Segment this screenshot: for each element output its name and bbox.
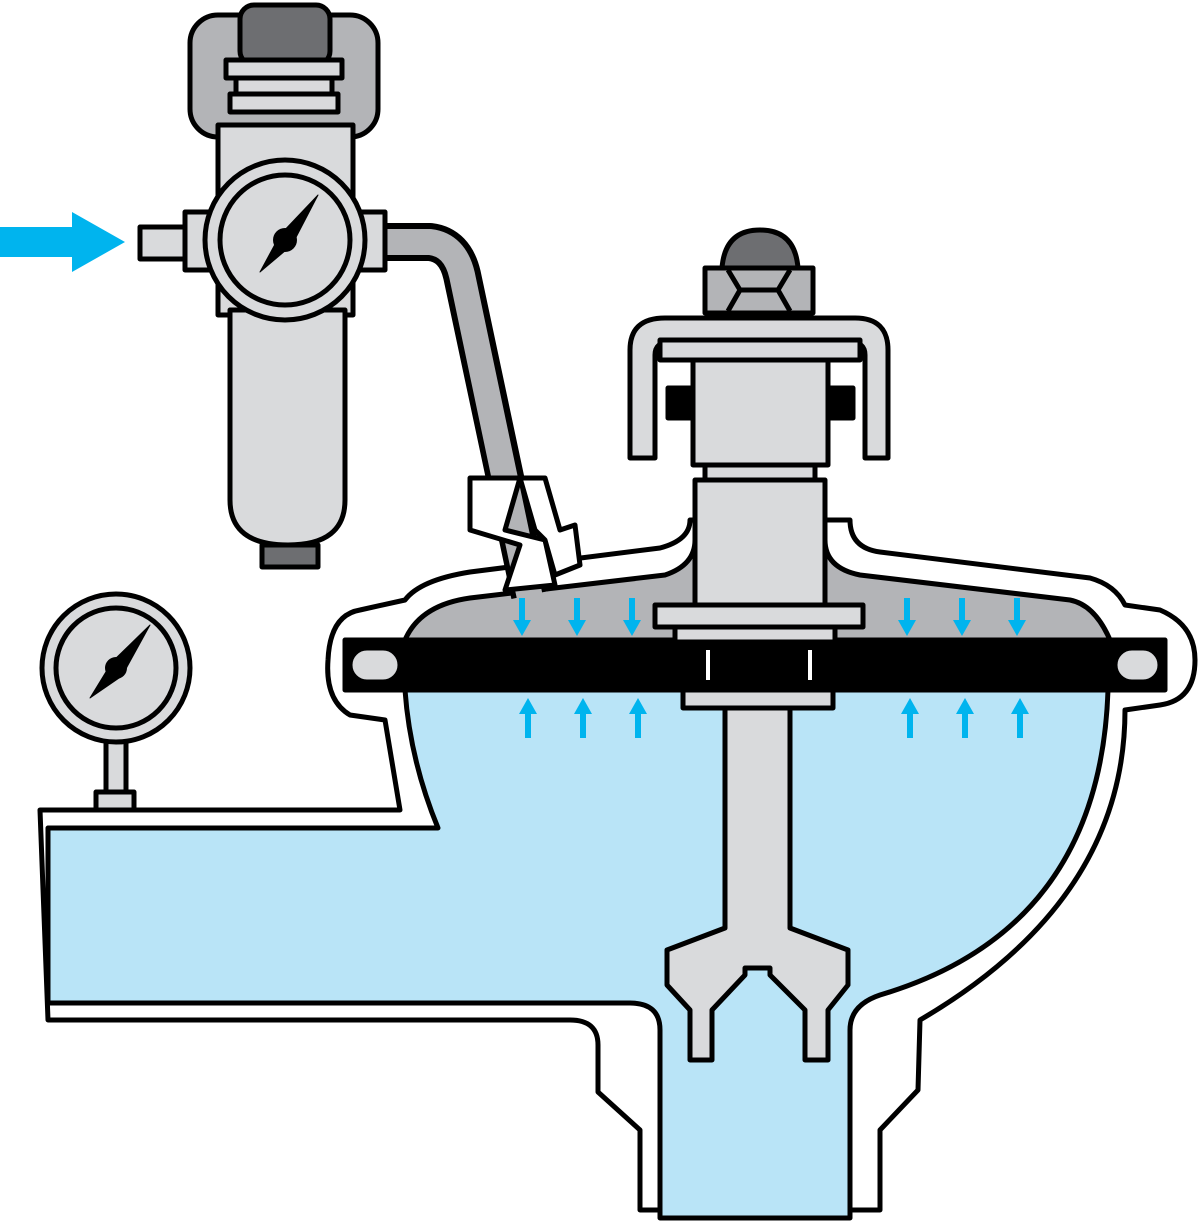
pressure-down-arrow-icon (898, 598, 916, 636)
pressure-up-arrow-icon (1011, 698, 1029, 738)
cap-dome (719, 227, 801, 271)
line-pressure-gauge (39, 591, 193, 813)
pressure-up-arrow-icon (574, 698, 592, 738)
pressure-down-arrow-icon (568, 598, 586, 636)
regulator-knob (237, 2, 333, 68)
flow-arrow-icon (0, 212, 125, 272)
pressure-down-arrow-icon (953, 598, 971, 636)
diaphragm (342, 637, 1168, 693)
pressure-down-arrow-icon (623, 598, 641, 636)
pressure-down-arrow-icon (1008, 598, 1026, 636)
pressure-up-arrow-icon (901, 698, 919, 738)
pressure-up-arrow-icon (629, 698, 647, 738)
pressure-up-arrow-icon (956, 698, 974, 738)
lower-chamber-fluid (45, 687, 1111, 1221)
stem-washer (652, 602, 866, 630)
regulator-bowl (227, 307, 348, 548)
pipe-break-symbol (467, 475, 558, 593)
valve-stem (664, 705, 851, 1063)
pressure-down-arrow-icon (513, 598, 531, 636)
pressure-regulator (137, 2, 388, 570)
stem-upper (690, 357, 831, 468)
pressure-up-arrow-icon (519, 698, 537, 738)
